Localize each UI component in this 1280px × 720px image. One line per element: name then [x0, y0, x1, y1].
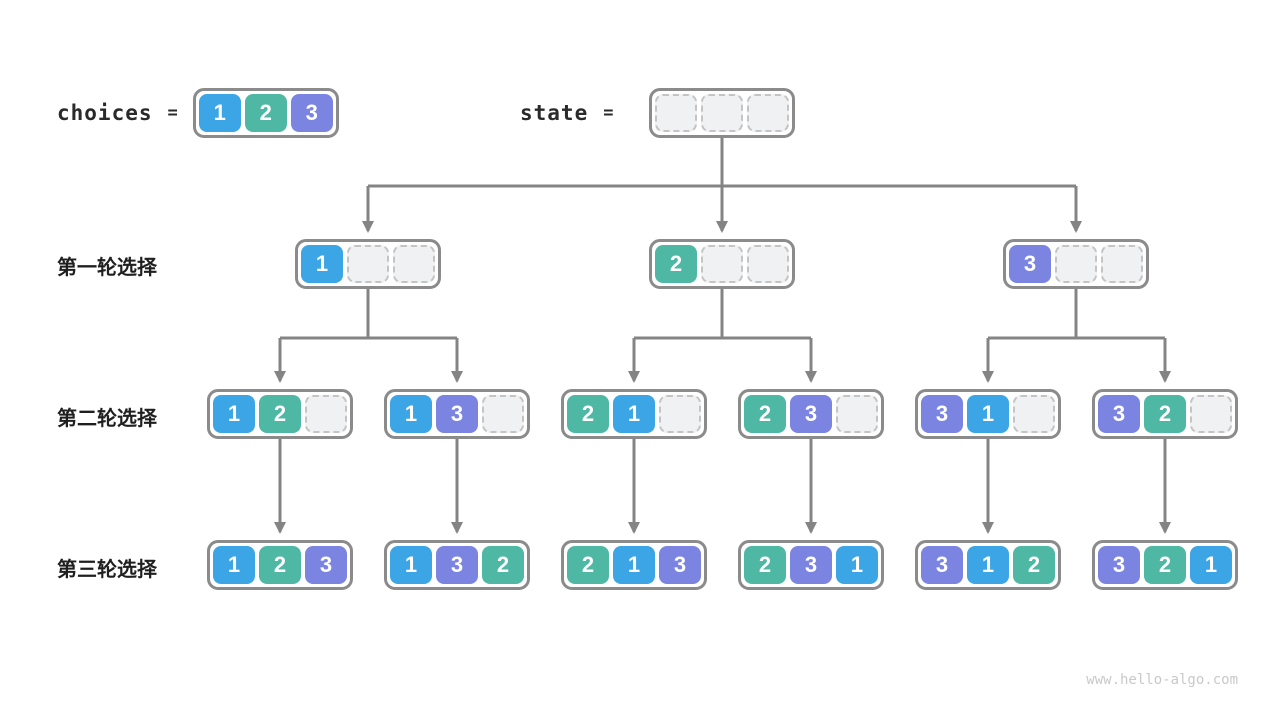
array-cell-2: 2	[744, 546, 786, 584]
choices-label: choices	[57, 101, 153, 125]
array-cell-3: 3	[436, 546, 478, 584]
empty-cell	[655, 94, 697, 132]
array-cell-1: 1	[301, 245, 343, 283]
array-cell-1: 1	[198, 94, 241, 132]
array-cell-1: 1	[213, 395, 255, 433]
empty-cell	[701, 94, 743, 132]
array-cell-2: 2	[259, 546, 301, 584]
array-cell-2: 2	[482, 546, 524, 584]
empty-cell	[747, 245, 789, 283]
empty-cell	[305, 395, 347, 433]
array-cell-1: 1	[967, 546, 1009, 584]
empty-cell	[1055, 245, 1097, 283]
watermark: www.hello-algo.com	[1086, 672, 1238, 688]
array-cell-2: 2	[1013, 546, 1055, 584]
state-declaration: state =	[520, 88, 613, 138]
round-3-label: 第三轮选择	[57, 559, 157, 581]
empty-cell	[836, 395, 878, 433]
array-cell-1: 1	[390, 546, 432, 584]
array-cell-1: 1	[1190, 546, 1232, 584]
empty-cell	[393, 245, 435, 283]
array-cell-1: 1	[613, 395, 655, 433]
empty-cell	[1190, 395, 1232, 433]
array-cell-1: 1	[213, 546, 255, 584]
empty-cell	[482, 395, 524, 433]
state-label: state	[520, 101, 589, 125]
array-cell-3: 3	[1098, 395, 1140, 433]
array-cell-3: 3	[790, 395, 832, 433]
array-cell-3: 3	[790, 546, 832, 584]
array-cell-3: 3	[1098, 546, 1140, 584]
empty-cell	[659, 395, 701, 433]
array-cell-1: 1	[836, 546, 878, 584]
array-cell-3: 3	[921, 395, 963, 433]
array-cell-3: 3	[1009, 245, 1051, 283]
round-1-label: 第一轮选择	[57, 257, 157, 279]
round-2-label: 第二轮选择	[57, 408, 157, 430]
equals-sign: =	[167, 103, 178, 123]
state-box-round1-1: 2	[649, 239, 795, 289]
array-cell-2: 2	[744, 395, 786, 433]
empty-cell	[701, 245, 743, 283]
empty-cell	[1013, 395, 1055, 433]
array-cell-2: 2	[567, 546, 609, 584]
array-cell-2: 2	[1144, 546, 1186, 584]
array-cell-3: 3	[921, 546, 963, 584]
array-cell-2: 2	[244, 94, 287, 132]
array-cell-2: 2	[567, 395, 609, 433]
equals-sign: =	[603, 103, 614, 123]
state-box-round1-2: 3	[1003, 239, 1149, 289]
empty-cell	[347, 245, 389, 283]
empty-cell	[1101, 245, 1143, 283]
array-cell-3: 3	[290, 94, 333, 132]
state-box-round1-0: 1	[295, 239, 441, 289]
array-cell-3: 3	[436, 395, 478, 433]
array-cell-3: 3	[305, 546, 347, 584]
empty-cell	[747, 94, 789, 132]
array-cell-1: 1	[967, 395, 1009, 433]
array-cell-2: 2	[1144, 395, 1186, 433]
array-cell-1: 1	[390, 395, 432, 433]
state-array-empty	[649, 88, 795, 138]
array-cell-1: 1	[613, 546, 655, 584]
array-cell-3: 3	[659, 546, 701, 584]
array-cell-2: 2	[655, 245, 697, 283]
array-cell-2: 2	[259, 395, 301, 433]
